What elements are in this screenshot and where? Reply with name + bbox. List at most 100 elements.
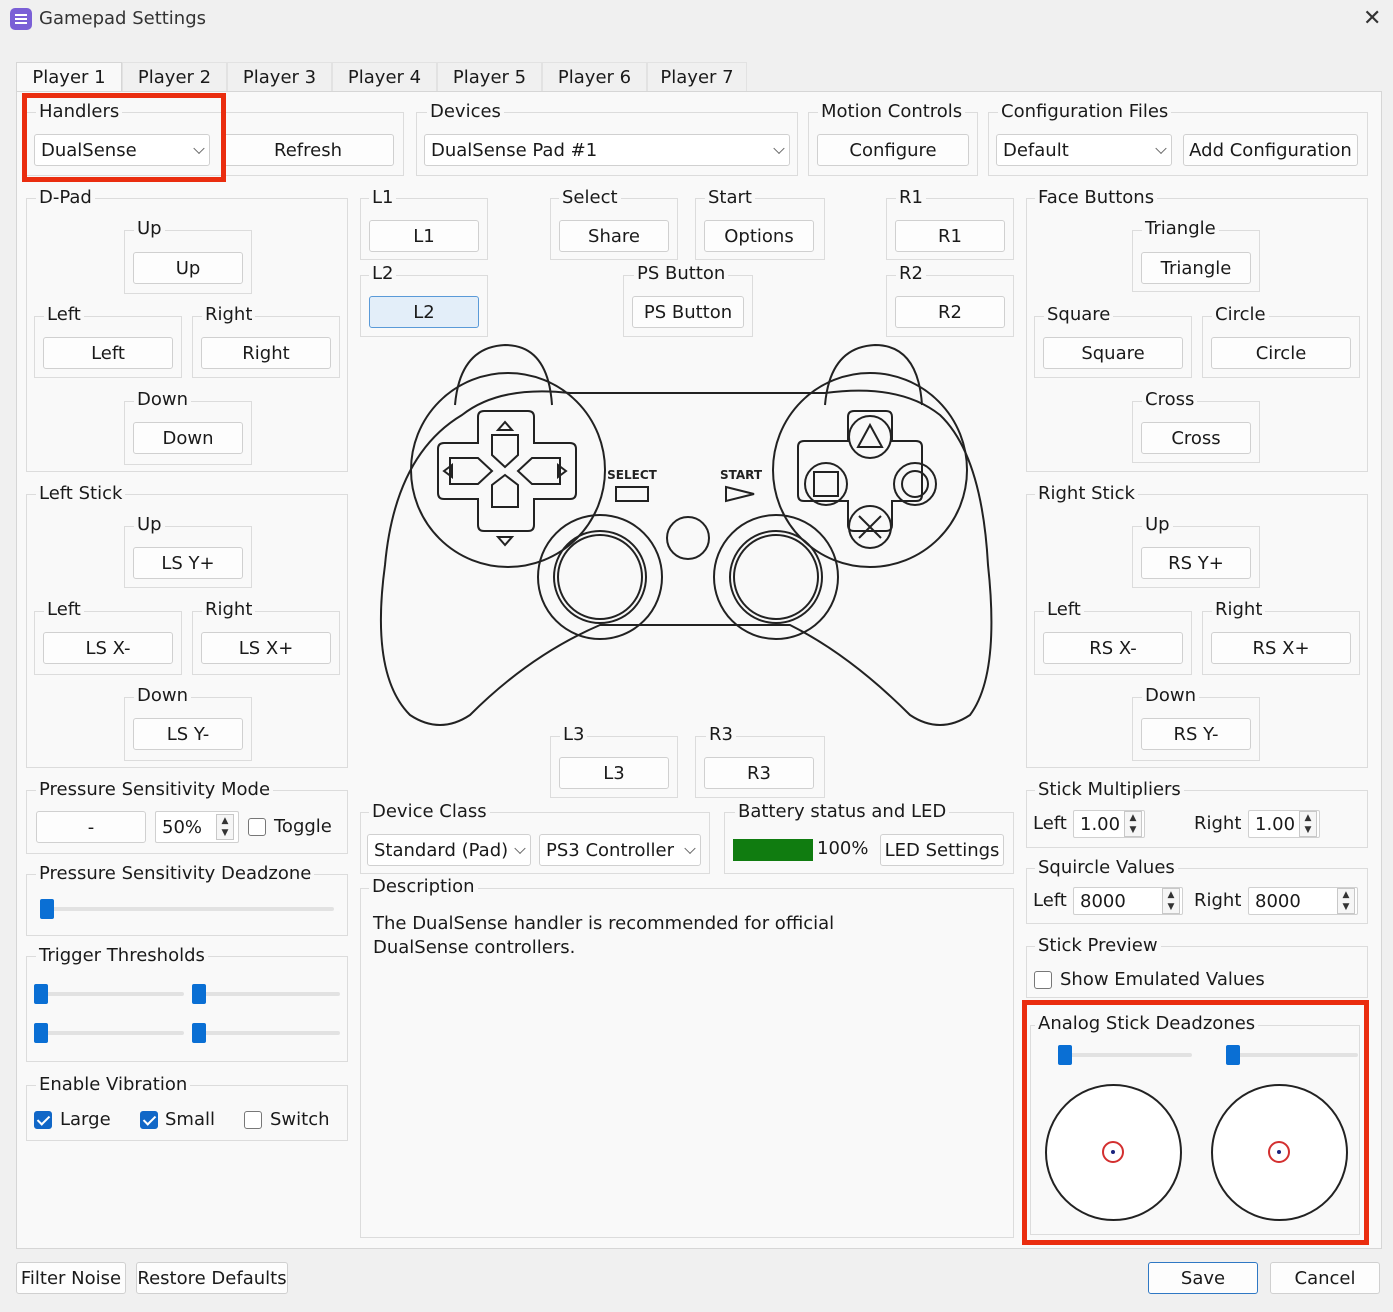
config-select[interactable]: Default — [996, 134, 1172, 166]
select-button[interactable]: Share — [559, 220, 669, 252]
trigger-l-track-b — [34, 1031, 184, 1035]
dpad-cross-shape — [437, 410, 577, 532]
r-shoulder-shape — [824, 343, 923, 406]
large-checkbox[interactable] — [34, 1111, 52, 1129]
deadzone-right-slider[interactable] — [1226, 1045, 1240, 1065]
left-stick-title: Left Stick — [36, 483, 126, 505]
l2-label: L2 — [369, 263, 397, 285]
ls-left-button[interactable]: LS X- — [43, 632, 173, 664]
pressure-deadzone-slider[interactable] — [40, 899, 54, 919]
start-label: Start — [705, 187, 755, 209]
ls-left-group — [34, 611, 182, 675]
rs-up-button[interactable]: RS Y+ — [1141, 547, 1251, 579]
spin-up-icon: ▲ — [1167, 889, 1175, 900]
r2-button[interactable]: R2 — [895, 296, 1005, 328]
spin-down-icon: ▼ — [1304, 824, 1312, 835]
spin-down-icon: ▼ — [1342, 901, 1350, 912]
switch-checkbox[interactable] — [244, 1111, 262, 1129]
start-button[interactable]: Options — [704, 220, 814, 252]
trigger-r-slider-a[interactable] — [192, 984, 206, 1004]
dpad-left-button[interactable]: Left — [43, 337, 173, 369]
dpad-group — [26, 198, 348, 472]
l3-button[interactable]: L3 — [559, 757, 669, 789]
rs-down-button[interactable]: RS Y- — [1141, 718, 1251, 750]
rs-right-button[interactable]: RS X+ — [1211, 632, 1351, 664]
pad-start-text: START — [720, 468, 763, 482]
rs-left-button[interactable]: RS X- — [1043, 632, 1183, 664]
tab-player-2[interactable]: Player 2 — [122, 62, 227, 92]
trigger-r-slider-b[interactable] — [192, 1023, 206, 1043]
dpad-right-button[interactable]: Right — [201, 337, 331, 369]
tab-player-6[interactable]: Player 6 — [542, 62, 647, 92]
ls-down-button[interactable]: LS Y- — [133, 718, 243, 750]
cross-label: Cross — [1142, 389, 1198, 411]
pressure-deadzone-title: Pressure Sensitivity Deadzone — [36, 863, 315, 885]
device-type-select[interactable]: PS3 Controller — [539, 834, 701, 866]
cancel-button[interactable]: Cancel — [1270, 1262, 1380, 1294]
l2-group — [360, 275, 488, 337]
small-checkbox[interactable] — [140, 1111, 158, 1129]
square-button[interactable]: Square — [1043, 337, 1183, 369]
filter-noise-button[interactable]: Filter Noise — [16, 1262, 126, 1294]
cross-button[interactable]: Cross — [1141, 422, 1251, 454]
tab-player-3[interactable]: Player 3 — [227, 62, 332, 92]
trigger-group — [26, 956, 348, 1062]
dpad-down-button[interactable]: Down — [133, 422, 243, 454]
device-select[interactable]: DualSense Pad #1 — [424, 134, 790, 166]
ls-right-button[interactable]: LS X+ — [201, 632, 331, 664]
ls-up-button[interactable]: LS Y+ — [133, 547, 243, 579]
spin-down-icon: ▼ — [221, 827, 229, 838]
tab-player-5[interactable]: Player 5 — [437, 62, 542, 92]
show-emulated-checkbox[interactable] — [1034, 971, 1052, 989]
toggle-checkbox[interactable] — [248, 818, 266, 836]
dpad-up-group — [124, 230, 252, 294]
multiplier-left-spinner[interactable]: ▲▼ — [1124, 811, 1142, 837]
dpad-down-arrow-shape — [491, 473, 519, 508]
right-stick-dot — [1268, 1141, 1290, 1163]
config-value: Default — [1003, 139, 1069, 161]
squircle-left-spinner[interactable]: ▲▼ — [1162, 888, 1180, 914]
dpad-right-group — [192, 316, 340, 378]
pressure-deadzone-track — [40, 907, 334, 911]
rs-up-group — [1132, 526, 1260, 588]
configure-button[interactable]: Configure — [817, 134, 969, 166]
tab-player-1[interactable]: Player 1 — [16, 62, 122, 92]
refresh-button[interactable]: Refresh — [222, 134, 394, 166]
spin-up-icon: ▲ — [221, 815, 229, 826]
trigger-l-slider-a[interactable] — [34, 984, 48, 1004]
pressure-mode-button[interactable]: - — [36, 811, 146, 843]
deadzone-left-slider[interactable] — [1058, 1045, 1072, 1065]
led-settings-button[interactable]: LED Settings — [880, 834, 1004, 866]
save-button[interactable]: Save — [1148, 1262, 1258, 1294]
l1-button[interactable]: L1 — [369, 220, 479, 252]
add-configuration-button[interactable]: Add Configuration — [1183, 134, 1358, 166]
description-text: The DualSense handler is recommended for… — [373, 913, 835, 958]
triangle-button[interactable]: Triangle — [1141, 252, 1251, 284]
gamepad-settings-icon — [10, 8, 32, 30]
square-label: Square — [1044, 304, 1114, 326]
pressure-percent-spinner[interactable]: ▲▼ — [216, 814, 234, 840]
deadzone-left-track — [1058, 1053, 1192, 1057]
ls-right-group — [192, 611, 340, 675]
r3-button[interactable]: R3 — [704, 757, 814, 789]
ps-label: PS Button — [634, 263, 729, 285]
handler-select[interactable]: DualSense — [34, 134, 210, 166]
right-stick-preview — [1211, 1084, 1348, 1221]
circle-button[interactable]: Circle — [1211, 337, 1351, 369]
dpad-up-button[interactable]: Up — [133, 252, 243, 284]
tab-player-4[interactable]: Player 4 — [332, 62, 437, 92]
restore-defaults-button[interactable]: Restore Defaults — [136, 1262, 288, 1294]
config-group — [988, 112, 1368, 176]
multiplier-right-spinner[interactable]: ▲▼ — [1299, 811, 1317, 837]
l3-label: L3 — [560, 724, 588, 746]
r1-button[interactable]: R1 — [895, 220, 1005, 252]
trigger-l-slider-b[interactable] — [34, 1023, 48, 1043]
r1-group — [886, 198, 1014, 260]
device-class-select[interactable]: Standard (Pad) — [367, 834, 531, 866]
preview-group — [1026, 946, 1368, 998]
l2-button[interactable]: L2 — [369, 296, 479, 328]
squircle-right-spinner[interactable]: ▲▼ — [1337, 888, 1355, 914]
tab-player-7[interactable]: Player 7 — [647, 62, 747, 92]
close-icon[interactable]: ✕ — [1363, 6, 1382, 31]
ps-button[interactable]: PS Button — [632, 296, 744, 328]
